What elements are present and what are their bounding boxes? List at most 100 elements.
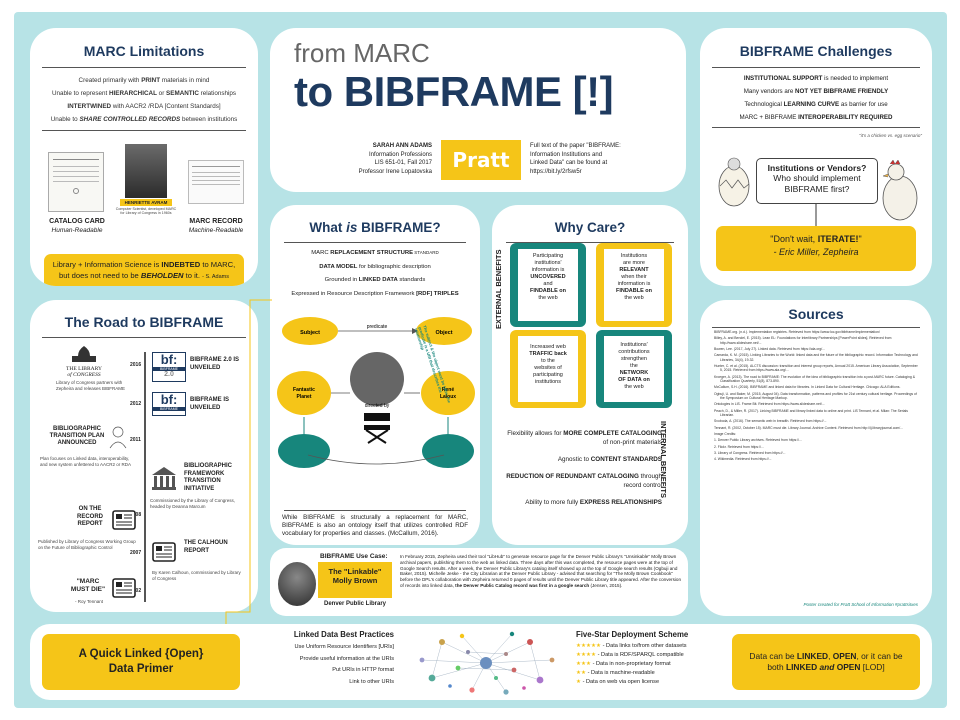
divider xyxy=(42,130,246,131)
source-entry: McCallum, S.H. (2016). BIBFRAME and link… xyxy=(714,385,901,390)
header-from: from MARC xyxy=(294,38,430,68)
stars-title: Five-Star Deployment Scheme xyxy=(576,630,689,639)
what-lines: MARC REPLACEMENT STRUCTURE STANDARD DATA… xyxy=(270,246,480,301)
iterate-quote-box: "Don't wait, ITERATE!" - Eric Miller, Ze… xyxy=(716,226,916,271)
marc-record-image xyxy=(188,160,244,204)
marc-line-2: Unable to represent HIERARCHICAL or SEMA… xyxy=(51,90,237,97)
chicken-illustration xyxy=(882,159,918,221)
challenge-line-3: Technological LEARNING CURVE as barrier … xyxy=(744,101,888,108)
usecase-text: In February 2015, Zepheira used their to… xyxy=(400,554,681,588)
star-row-1: ★ - Data on web via open license xyxy=(576,679,660,685)
source-entry: Kroeger, A. (2013). The road to BIBFRAME… xyxy=(714,374,915,383)
egg-illustration xyxy=(718,157,750,207)
divider xyxy=(712,327,920,328)
fulltext-block: Full text of the paper "BIBFRAME: Inform… xyxy=(530,143,621,175)
star-row-2: ★★ - Data is machine-readable xyxy=(576,670,655,676)
sources-panel: Sources BIBFRAME.org. (n.d.). Implementa… xyxy=(700,300,932,616)
what-line-1: MARC REPLACEMENT STRUCTURE STANDARD xyxy=(311,250,439,256)
document-icon xyxy=(112,578,136,598)
marc-lines: Created primarily with PRINT materials i… xyxy=(30,74,258,126)
star-icons: ★★★★★ xyxy=(576,643,602,649)
director-chair-icon xyxy=(364,413,390,444)
author-line: Information Professions xyxy=(368,151,432,158)
star-icons: ★★ xyxy=(576,670,587,676)
source-entry: 4. Wikimedia. Retrieved from https://... xyxy=(714,457,772,462)
object-label: Object xyxy=(435,330,452,336)
divider xyxy=(42,67,246,68)
source-entry: 3. Library of Congress. Retrieved from h… xyxy=(714,451,786,456)
transition-caption: Plan focuses on Linked data, interoperab… xyxy=(40,456,132,467)
marc-limitations-title: MARC Limitations xyxy=(83,43,205,59)
marc-line-3: INTERTWINED with AACR2 /RDA [Content Sta… xyxy=(67,103,221,110)
question-bold: Institutions or Vendors? xyxy=(767,163,867,173)
lod-callout: Data can be LINKED, OPEN, or it can be b… xyxy=(732,634,920,690)
document-icon xyxy=(112,510,136,530)
portrait-sketch-icon xyxy=(109,426,127,449)
must-die-quote: "MARC MUST DIE" xyxy=(70,578,106,593)
timeline-line xyxy=(144,352,146,602)
sources-footer: Poster created for Pratt School of Infor… xyxy=(803,602,918,607)
what-title: What is BIBFRAME? xyxy=(309,220,441,235)
on-the-record-label: ON THE RECORD REPORT xyxy=(76,506,103,527)
practice-4: Link to other URIs xyxy=(349,678,394,685)
divider xyxy=(712,67,920,68)
linked-data-cloud-graph xyxy=(419,631,555,695)
marc-line-4: Unable to SHARE CONTROLLED RECORDS betwe… xyxy=(50,116,238,123)
bibframe-label: BIBFRAME IS UNVEILED xyxy=(190,397,229,411)
year-2012: 2012 xyxy=(130,401,142,407)
usecase-label: BIBFRAME Use Case: xyxy=(320,553,388,560)
header-to: to BIBFRAME [!] xyxy=(294,68,614,115)
star-row-4: ★★★★ - Data is RDF/SPARQL compatible xyxy=(576,652,684,658)
road-title: The Road to BIBFRAME xyxy=(64,314,224,330)
avram-photo xyxy=(125,144,167,198)
what-panel: What is BIBFRAME? MARC REPLACEMENT STRUC… xyxy=(270,205,480,545)
practices-block: Linked Data Best Practices Use Uniform R… xyxy=(254,630,394,688)
challenge-line-2: Many vendors are NOT YET BIBFRAME FRIEND… xyxy=(743,88,889,95)
egg-note: "it's a chicken vs. egg scenario" xyxy=(859,133,922,138)
author-name: SARAH ANN ADAMS xyxy=(372,143,432,149)
source-entry: 2. Flickr. Retrieved from https://... xyxy=(714,444,764,449)
source-entry: Svoboda, A. (2016). The semantic web in … xyxy=(714,419,827,424)
avram-name: HENRIETTE AVRAM xyxy=(120,199,172,206)
marc-line-1: Created primarily with PRINT materials i… xyxy=(78,77,210,84)
document-icon xyxy=(152,542,176,562)
year-2016: 2016 xyxy=(130,362,142,368)
internal-3: REDUCTION OF REDUNDANT CATALOGING throug… xyxy=(506,473,662,489)
bibframe-2-logo: bf: BIBFRAME 2.0 xyxy=(152,352,186,382)
primer-panel: A Quick Linked {Open} Data Primer Linked… xyxy=(30,624,932,700)
source-entry: Billey, A. and Bendel, E. (2015). Lean E… xyxy=(714,336,892,345)
what-line-3: Grounded in LINKED DATA standards xyxy=(324,277,426,283)
author-block: SARAH ANN ADAMS Information Professions … xyxy=(330,142,432,176)
framework-caption: Commissioned by the Library of Congress,… xyxy=(150,498,236,509)
marc-quote-box: Library + Information Science is INDEBTE… xyxy=(44,254,244,286)
practices-title: Linked Data Best Practices xyxy=(293,630,394,639)
external-benefits-label: EXTERNAL BENEFITS xyxy=(494,249,503,329)
molly-brown-card: The "Linkable"Molly Brown xyxy=(318,562,392,598)
source-entry: Hunter, C. et al. (2015). ALCTS discussi… xyxy=(714,363,918,373)
year-2007: 2007 xyxy=(130,550,142,556)
library-of-congress-logo xyxy=(72,346,96,362)
star-icons: ★ xyxy=(576,679,582,685)
star-row-5: ★★★★★ - Data links to/from other dataset… xyxy=(576,643,687,649)
year-2011: 2011 xyxy=(130,437,141,443)
loc-caption: Library of Congress partners with Zephei… xyxy=(56,380,126,391)
source-entry: Camarda, K. M. (2015). Linking Libraries… xyxy=(714,353,918,362)
challenge-line-1: INSTITUTIONAL SUPPORT is needed to imple… xyxy=(743,75,889,82)
what-summary: While BIBFRAME is structurally a replace… xyxy=(282,514,468,537)
sources-title: Sources xyxy=(788,306,844,322)
catalog-card-image xyxy=(48,152,104,212)
road-panel: The Road to BIBFRAME 2016 2012 2011 2008… xyxy=(30,300,258,612)
challenge-line-4: MARC + BIBFRAME INTEROPERABILITY REQUIRE… xyxy=(739,114,893,121)
source-entry: Peach, D., & Miller, R. (2017). Linking … xyxy=(714,408,908,417)
framework-label: BIBLIOGRAPHIC FRAMEWORK TRANSITION INITI… xyxy=(184,463,232,492)
calhoun-caption: By Karen Calhoun, commissioned by Librar… xyxy=(152,570,241,581)
question-box: Institutions or Vendors? Who should impl… xyxy=(756,158,878,204)
must-die-attr: - Roy Tennant xyxy=(75,599,103,604)
bibframe-logo: bf: BIBFRAME xyxy=(152,392,186,416)
usecase-panel: BIBFRAME Use Case: The "Linkable"Molly B… xyxy=(270,548,688,616)
